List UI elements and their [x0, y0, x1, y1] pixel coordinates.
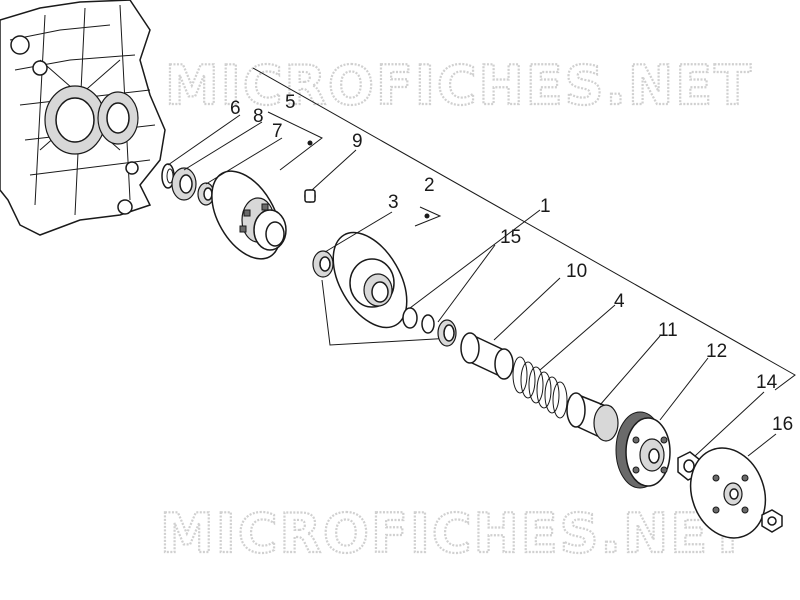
callout-9: 9 [352, 131, 363, 152]
part-7-roller-bearing [197, 182, 215, 206]
part-12-clutch [615, 411, 671, 489]
part-5-movable-half-pulley [211, 170, 287, 260]
callout-10: 10 [566, 261, 587, 282]
callout-4: 4 [614, 291, 625, 312]
part-2-fixed-half-pulley [332, 231, 408, 329]
callout-7: 7 [272, 121, 283, 142]
part-8-bearing [171, 167, 197, 201]
part-4-spring [512, 356, 568, 419]
callout-15: 15 [500, 227, 521, 248]
callout-6: 6 [230, 98, 241, 119]
watermark-bottom: MICROFICHES.NET [160, 502, 748, 565]
part-9-pin [304, 189, 316, 203]
callout-16: 16 [772, 414, 793, 435]
part-10-sleeve [460, 332, 514, 380]
part-16-clutch-bell [689, 447, 767, 539]
callout-5: 5 [285, 92, 296, 113]
callout-12: 12 [706, 341, 727, 362]
callout-11: 11 [658, 320, 678, 341]
leader-lines [167, 114, 777, 457]
callout-3: 3 [388, 192, 399, 213]
watermark-top: MICROFICHES.NET [165, 54, 753, 117]
callout-14: 14 [756, 372, 778, 393]
callout-2: 2 [424, 175, 435, 196]
group-bracket-5 [267, 111, 323, 171]
part-11-spring-cup [566, 392, 619, 442]
crankcase-housing [0, 0, 166, 236]
part-3-bearing [312, 250, 334, 278]
group-bracket-2 [414, 206, 442, 227]
callout-1: 1 [540, 196, 551, 217]
callout-8: 8 [253, 106, 264, 127]
part-15-o-rings [402, 307, 457, 347]
group-bracket-3 [321, 279, 453, 346]
part-nut-end [761, 509, 783, 533]
group-bracket-1 [252, 67, 796, 391]
